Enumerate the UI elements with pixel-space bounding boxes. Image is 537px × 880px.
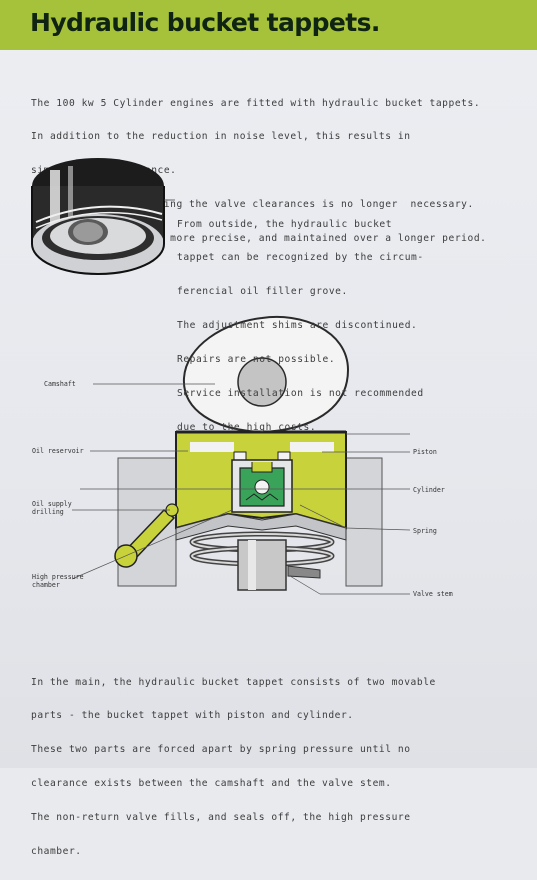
summary-line: These two parts are forced apart by spri… <box>31 744 411 756</box>
right-guide <box>345 457 383 587</box>
summary-paragraph: In the main, the hydraulic bucket tappet… <box>31 654 436 880</box>
tappet-desc-line: ferencial oil filler grove. <box>177 286 348 298</box>
label-piston: Piston <box>413 448 437 456</box>
tappet-desc-line: The adjustment shims are discontinued. <box>177 320 418 332</box>
title-bar: Hydraulic bucket tappets. <box>0 0 537 50</box>
summary-line: The non-return valve fills, and seals of… <box>31 812 411 824</box>
label-oil-reservoir: Oil reservoir <box>32 447 84 455</box>
tappet-desc-line: Repairs are not possible. <box>177 354 336 366</box>
summary-line: In the main, the hydraulic bucket tappet… <box>31 676 436 688</box>
label-spring: Spring <box>413 527 437 535</box>
camshaft-lobe <box>182 315 350 434</box>
label-high-pressure-chamber: High pressure chamber <box>32 573 84 589</box>
tappet-exterior-drawing <box>31 158 175 275</box>
summary-line: chamber. <box>31 846 82 858</box>
leader-lines <box>71 383 411 595</box>
valve-stem <box>237 539 321 591</box>
tappet-section <box>175 430 347 541</box>
tappet-description: From outside, the hydraulic bucket tappe… <box>177 196 424 456</box>
label-valve-stem: Valve stem <box>413 590 453 598</box>
label-oil-supply-drilling: Oil supply drilling <box>32 500 72 516</box>
tappet-desc-line: tappet can be recognized by the circum- <box>177 252 424 264</box>
label-camshaft: Camshaft <box>44 380 76 388</box>
page: Hydraulic bucket tappets. The 100 kw 5 C… <box>0 0 537 857</box>
intro-line: In addition to the reduction in noise le… <box>31 131 411 143</box>
intro-line: The 100 kw 5 Cylinder engines are fitted… <box>31 97 481 109</box>
illustration <box>31 158 411 595</box>
tappet-desc-line: due to the high costs. <box>177 421 317 433</box>
summary-line: clearance exists between the camshaft an… <box>31 778 392 790</box>
page-title: Hydraulic bucket tappets. <box>30 8 380 37</box>
tappet-desc-line: Service installation is not recommended <box>177 388 424 400</box>
summary-line: parts - the bucket tappet with piston an… <box>31 710 354 722</box>
label-cylinder: Cylinder <box>413 486 445 494</box>
tappet-desc-line: From outside, the hydraulic bucket <box>177 218 393 230</box>
